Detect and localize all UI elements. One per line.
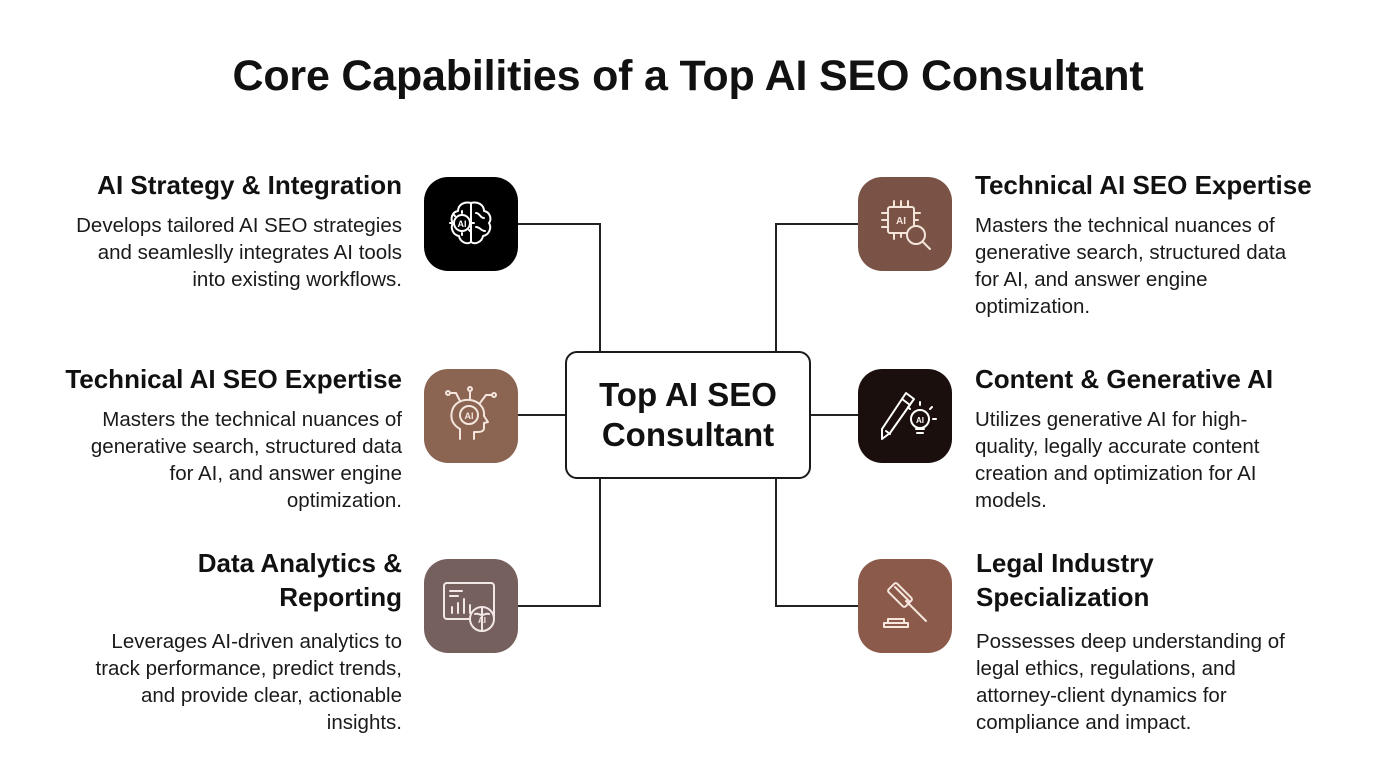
item-heading: Data Analytics & Reporting xyxy=(197,548,402,612)
item-technical-seo-right: Technical AI SEO Expertise Masters the t… xyxy=(975,168,1355,320)
item-description: Masters the technical nuances of generat… xyxy=(90,408,402,512)
connector-left-bottom xyxy=(518,479,601,607)
center-node: Top AI SEO Consultant xyxy=(565,351,811,479)
item-description: Masters the technical nuances of generat… xyxy=(975,214,1287,318)
ai-chip-magnifier-icon: AI xyxy=(881,200,931,250)
connector-right-top xyxy=(775,223,858,352)
technical-seo-right-tile: AI xyxy=(858,177,952,271)
item-content-generative: Content & Generative AI Utilizes generat… xyxy=(975,362,1355,514)
svg-text:AI: AI xyxy=(465,411,474,421)
item-heading: AI Strategy & Integration xyxy=(97,170,402,200)
technical-seo-left-tile: AI xyxy=(424,369,518,463)
analytics-brain-icon: AI xyxy=(443,582,495,632)
svg-text:AI: AI xyxy=(478,616,486,625)
svg-text:AI: AI xyxy=(916,416,924,425)
gavel-icon xyxy=(883,582,927,628)
head-ai-circuit-icon: AI xyxy=(445,386,497,440)
item-technical-seo-left: Technical AI SEO Expertise Masters the t… xyxy=(40,362,402,514)
connector-left-top xyxy=(518,223,601,352)
center-line-1: Top AI SEO xyxy=(599,376,777,413)
pen-lightbulb-ai-icon: AI xyxy=(881,392,937,440)
item-data-analytics: Data Analytics & Reporting Leverages AI-… xyxy=(40,546,403,736)
item-heading: Content & Generative AI xyxy=(975,364,1274,394)
item-description: Possesses deep understanding of legal et… xyxy=(976,630,1285,734)
svg-text:AI: AI xyxy=(896,216,906,227)
ai-strategy-tile: AI xyxy=(424,177,518,271)
connector-right-bottom xyxy=(775,479,858,607)
brain-gear-ai-icon: AI xyxy=(449,201,492,245)
page-title: Core Capabilities of a Top AI SEO Consul… xyxy=(232,52,1144,100)
item-description: Leverages AI-driven analytics to track p… xyxy=(95,630,403,734)
item-ai-strategy: AI Strategy & Integration Develops tailo… xyxy=(40,168,402,293)
item-heading: Legal Industry Specialization xyxy=(976,548,1154,612)
item-legal-industry: Legal Industry Specialization Possesses … xyxy=(976,546,1356,736)
item-heading: Technical AI SEO Expertise xyxy=(975,170,1312,200)
item-heading: Technical AI SEO Expertise xyxy=(65,364,402,394)
center-line-2: Consultant xyxy=(601,416,775,453)
item-description: Develops tailored AI SEO strategies and … xyxy=(76,214,402,291)
data-analytics-tile: AI xyxy=(424,559,518,653)
content-generative-tile: AI xyxy=(858,369,952,463)
legal-industry-tile xyxy=(858,559,952,653)
item-description: Utilizes generative AI for high- quality… xyxy=(975,408,1260,512)
svg-text:AI: AI xyxy=(458,219,467,229)
